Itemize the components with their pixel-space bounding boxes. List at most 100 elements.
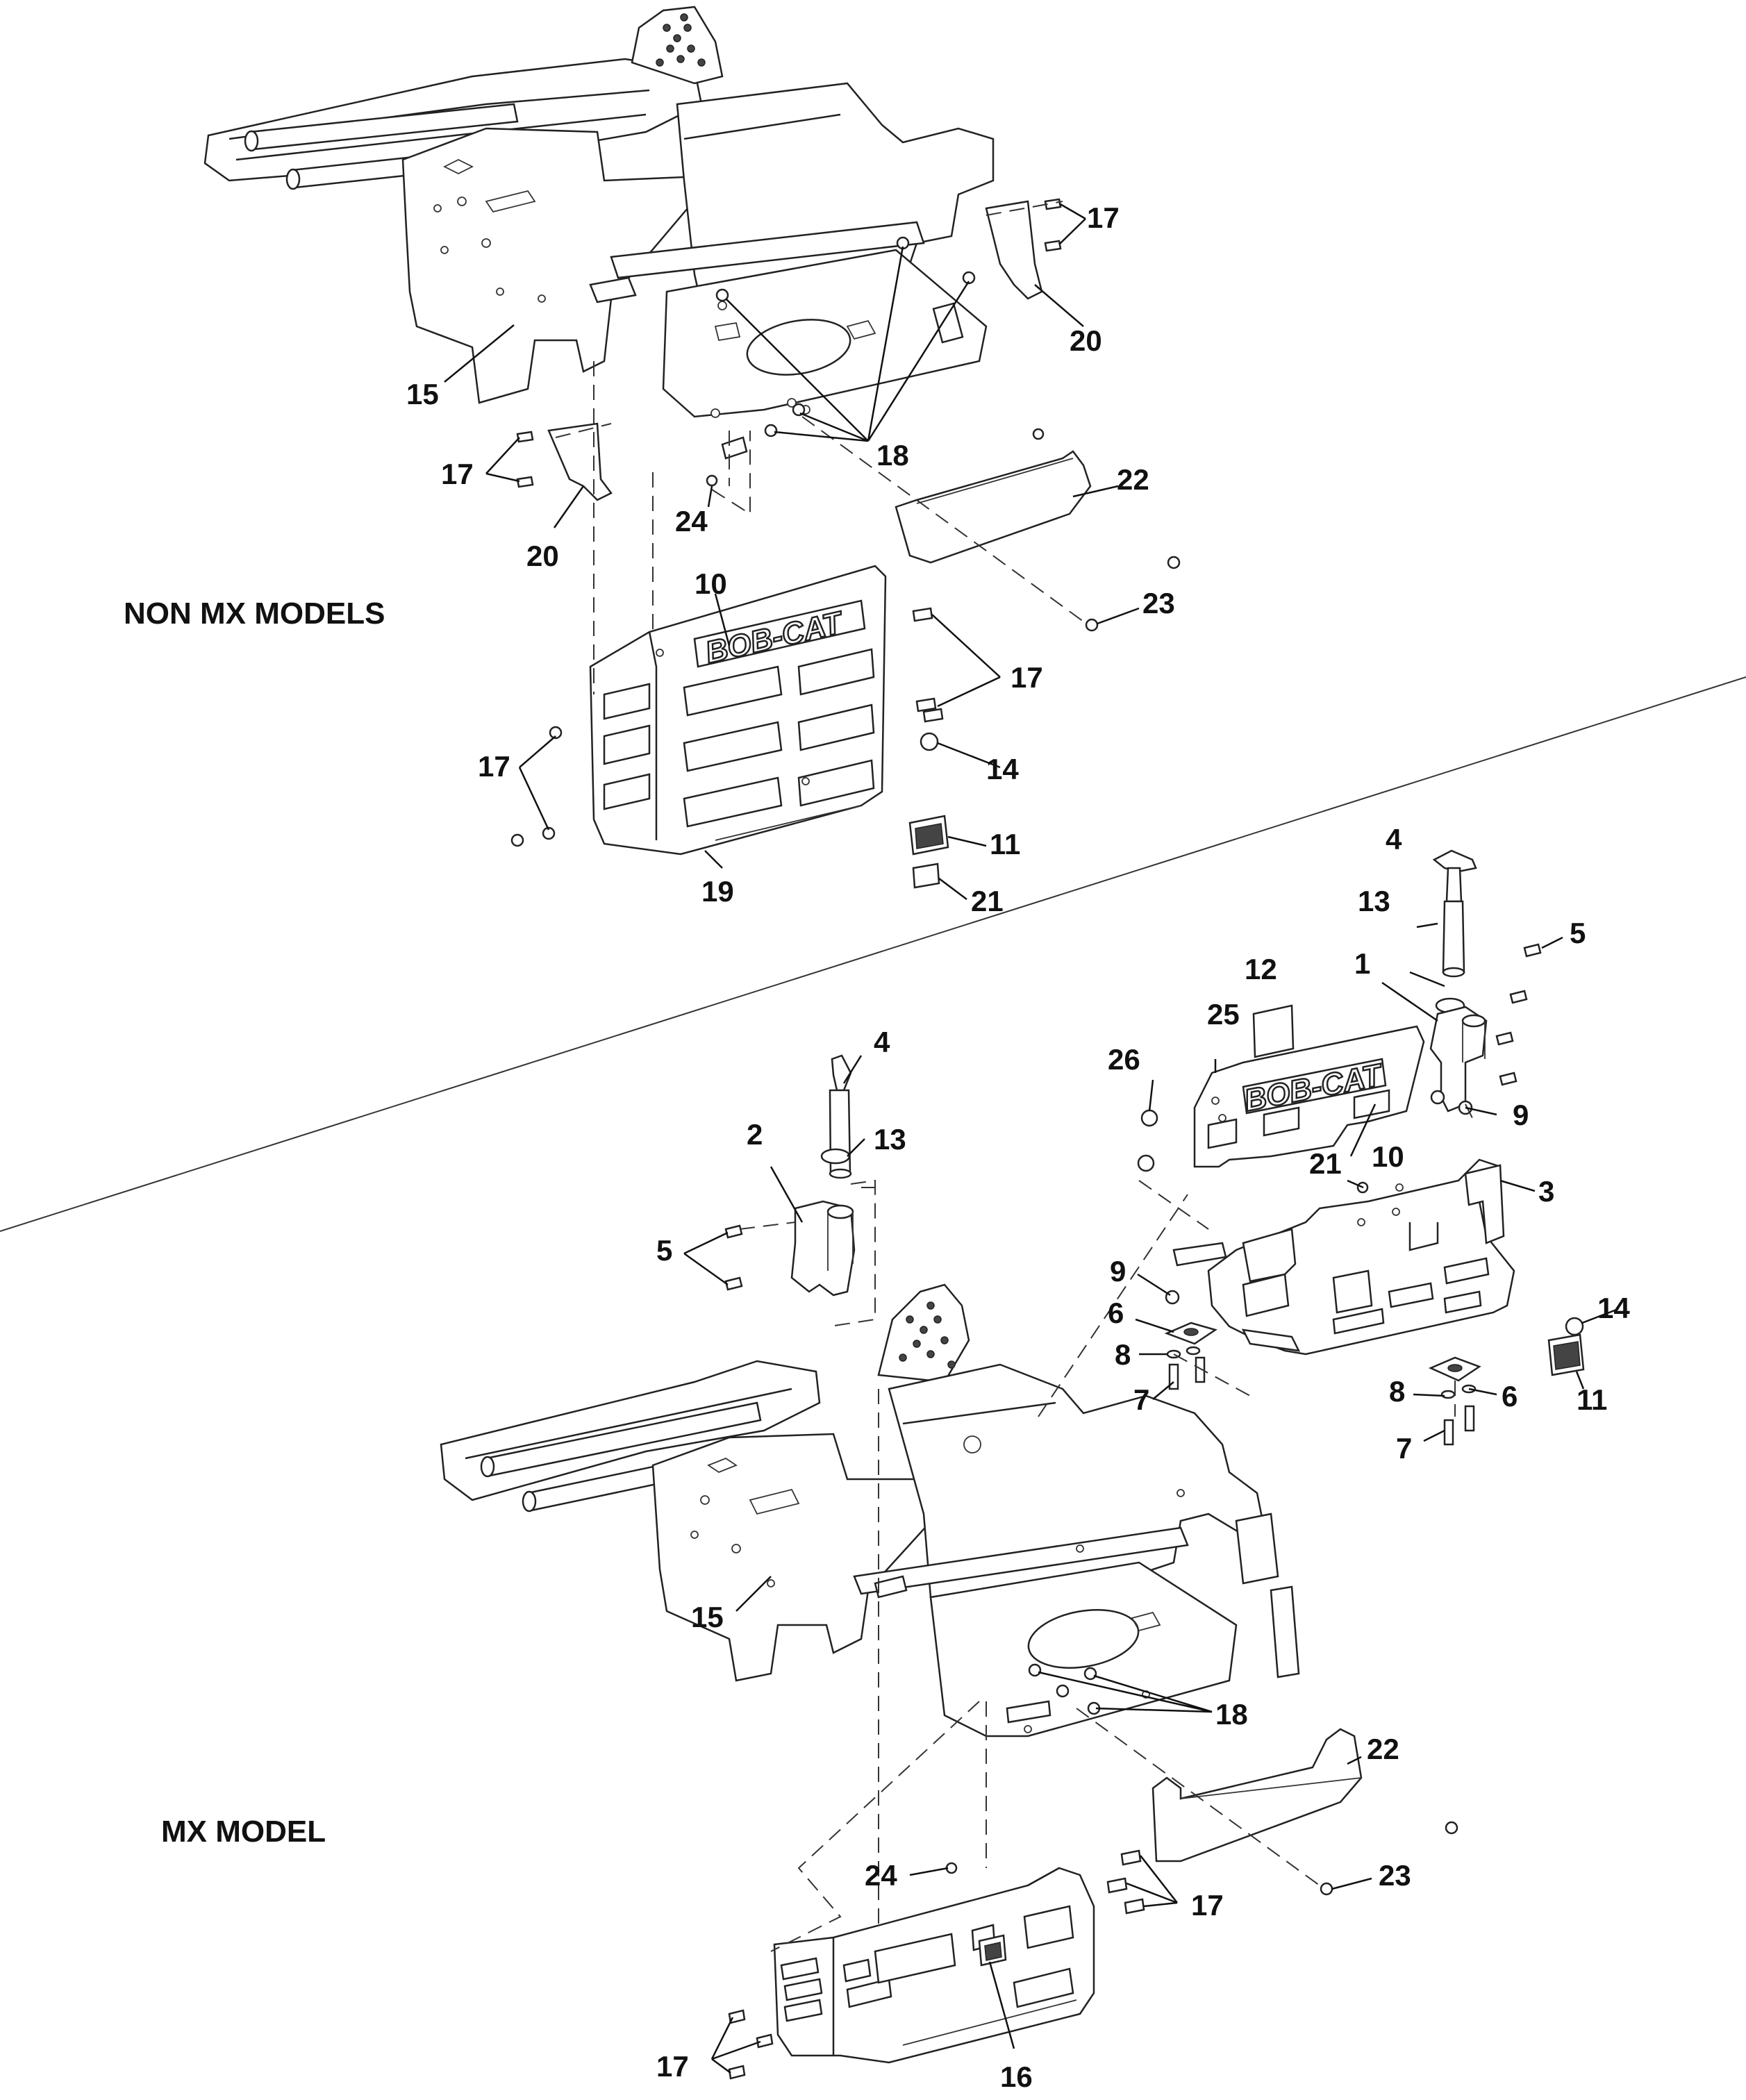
callout-nonmx-24: 24 [675, 505, 708, 538]
callout-mx-7a: 7 [1133, 1383, 1149, 1416]
section-title-non-mx: NON MX MODELS [124, 597, 385, 631]
callout-nonmx-10: 10 [695, 567, 727, 600]
nut-18-group [715, 236, 976, 438]
non-mx-decal-11 [908, 815, 949, 856]
mx-frame-15 [440, 1283, 1300, 1738]
callout-mx-5b: 5 [656, 1234, 672, 1267]
mx-plug-26b [1137, 1154, 1155, 1172]
callout-mx-7b: 7 [1396, 1432, 1412, 1465]
non-mx-nut-23 [1085, 618, 1099, 632]
mx-dashed-lines [739, 1103, 1473, 1952]
callout-mx-26: 26 [1108, 1043, 1140, 1076]
callout-mx-6a: 6 [1108, 1297, 1124, 1329]
non-mx-bolts-17-left [516, 431, 534, 488]
mx-bolts-5-left [724, 1224, 743, 1291]
callout-mx-6b: 6 [1502, 1380, 1518, 1412]
mx-bracket-2 [790, 1200, 856, 1297]
callout-mx-24: 24 [865, 1859, 897, 1892]
non-mx-bolts-17-top [1044, 198, 1062, 252]
mx-bracket-holes [899, 1301, 956, 1369]
callout-nonmx-14: 14 [986, 753, 1019, 785]
non-mx-bracket-20-right [985, 200, 1043, 300]
callout-mx-23: 23 [1379, 1859, 1411, 1892]
non-mx-nut-24 [706, 474, 718, 487]
callout-mx-12: 12 [1245, 953, 1277, 985]
non-mx-panel-19: BOB-CAT [589, 565, 887, 856]
callout-mx-3: 3 [1538, 1175, 1554, 1208]
callout-mx-14: 14 [1597, 1292, 1630, 1324]
callout-mx-4b: 4 [874, 1026, 890, 1058]
callout-nonmx-23: 23 [1142, 587, 1175, 619]
mx-washers-8-left [1166, 1346, 1201, 1359]
non-mx-frame-15 [203, 6, 995, 460]
mx-nut-23 [1320, 1882, 1333, 1896]
non-mx-plug-14 [920, 732, 939, 751]
non-mx-bolts-17-panel [510, 607, 944, 847]
mx-decal-11 [1547, 1333, 1585, 1376]
mx-washers-8-right [1440, 1384, 1477, 1399]
callout-nonmx-17d: 17 [478, 750, 510, 783]
mx-leader-lines [683, 922, 1619, 2074]
non-mx-leader-lines [444, 202, 1140, 900]
callout-nonmx-15: 15 [406, 378, 439, 410]
non-mx-decal-21 [912, 862, 940, 889]
callout-mx-10: 10 [1372, 1140, 1404, 1173]
mx-bolts-5-right [1495, 943, 1542, 1086]
callout-mx-4a: 4 [1386, 823, 1402, 856]
callout-nonmx-21: 21 [971, 885, 1004, 917]
callout-mx-18: 18 [1215, 1698, 1248, 1731]
callout-mx-21: 21 [1309, 1147, 1342, 1180]
callout-nonmx-17a: 17 [1087, 201, 1120, 234]
callout-mx-8a: 8 [1115, 1338, 1131, 1371]
mx-nut-23b [1445, 1821, 1458, 1835]
mx-lever-4-right [1432, 849, 1477, 978]
callout-nonmx-17b: 17 [441, 458, 474, 490]
mx-pivot-6-left [1164, 1322, 1217, 1345]
callout-mx-11: 11 [1577, 1383, 1607, 1416]
mx-cover-25: BOB-CAT [1193, 1025, 1425, 1168]
mx-washer-13-left [820, 1148, 851, 1165]
bracket-holes [656, 13, 706, 67]
callout-mx-22: 22 [1367, 1733, 1399, 1765]
mx-plug-14 [1565, 1317, 1584, 1336]
callout-mx-13a: 13 [1358, 885, 1390, 917]
callout-mx-5a: 5 [1570, 917, 1586, 949]
mx-shield-22 [1151, 1728, 1363, 1862]
mx-bolts-7-left [1168, 1356, 1206, 1390]
callout-mx-2: 2 [747, 1118, 763, 1151]
mx-pivot-6-right [1428, 1356, 1481, 1382]
mx-bolts-7-right [1443, 1405, 1475, 1446]
mx-bolts-17-middle [1106, 1849, 1145, 1915]
section-divider-line [0, 676, 1746, 1232]
non-mx-bracket-20-left [547, 422, 613, 501]
non-mx-nut-23b [1167, 556, 1181, 569]
callout-nonmx-11: 11 [990, 828, 1020, 860]
callout-mx-9a: 9 [1513, 1099, 1529, 1131]
mx-bolts-17-bottom [728, 2009, 774, 2080]
callout-mx-15: 15 [691, 1601, 724, 1633]
section-title-mx: MX MODEL [161, 1815, 326, 1849]
callout-mx-13b: 13 [874, 1123, 906, 1156]
callout-nonmx-22: 22 [1117, 463, 1149, 496]
callout-nonmx-17c: 17 [1011, 661, 1043, 694]
callout-nonmx-20a: 20 [1070, 324, 1102, 357]
callout-nonmx-19: 19 [701, 875, 734, 908]
callout-mx-8b: 8 [1389, 1375, 1405, 1408]
callout-nonmx-18: 18 [876, 439, 909, 472]
non-mx-nut-top [1032, 428, 1045, 440]
callout-mx-17a: 17 [1191, 1889, 1224, 1922]
callout-mx-1: 1 [1354, 947, 1370, 980]
mx-plug-26 [1140, 1109, 1158, 1127]
callout-mx-17b: 17 [656, 2050, 689, 2083]
mx-decal-12 [1252, 1004, 1295, 1058]
callout-nonmx-20b: 20 [526, 540, 559, 572]
non-mx-shield-22 [895, 450, 1092, 564]
mx-skid-plate-16 [773, 1867, 1095, 2064]
mx-nut-24 [945, 1862, 958, 1874]
mx-nut-18-group [1028, 1663, 1101, 1715]
mx-console-3 [1172, 1158, 1515, 1356]
callout-mx-25: 25 [1207, 998, 1240, 1031]
callout-mx-9b: 9 [1110, 1255, 1126, 1288]
non-mx-dashed-lines [555, 201, 1084, 694]
